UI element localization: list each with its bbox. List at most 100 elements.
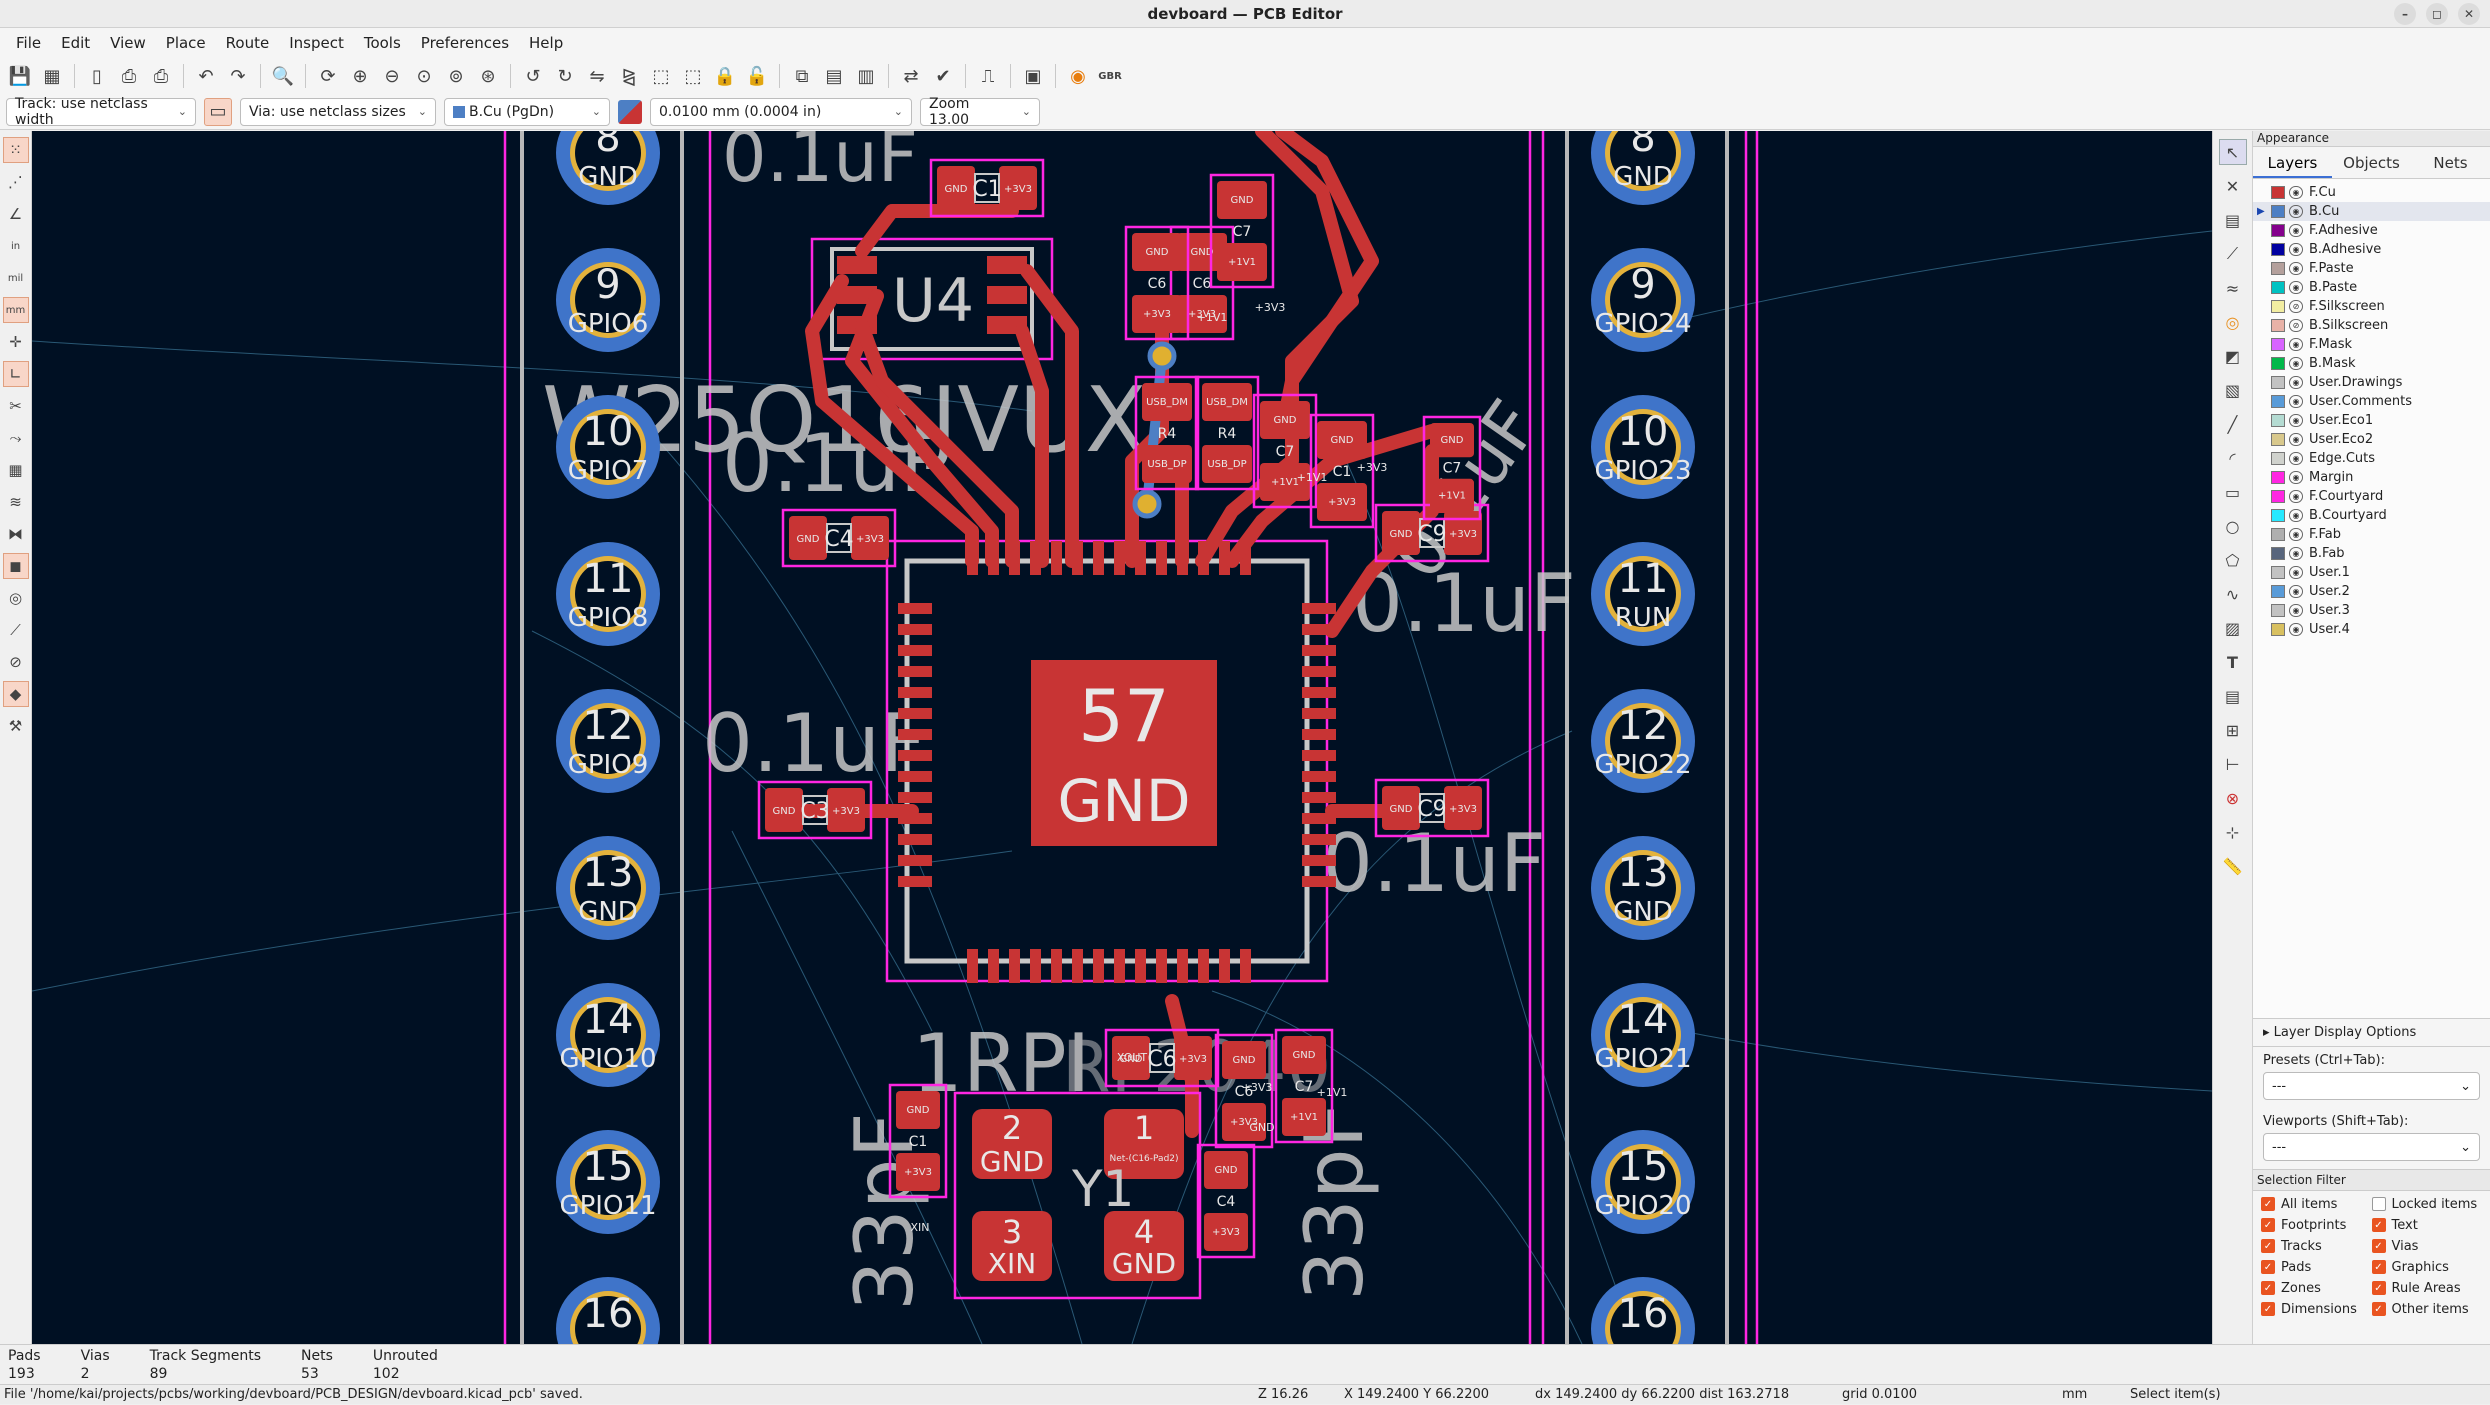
visibility-eye-icon[interactable]: ◉ xyxy=(2289,585,2303,598)
pcb-drawing[interactable]: W25Q16JVUX 0.1uF 0.1uF 0.1uF 0.1uF 0.1uF… xyxy=(32,131,2212,1344)
layer-row[interactable]: ◉Margin xyxy=(2253,468,2490,487)
update-pcb-icon[interactable]: ⇄ xyxy=(903,65,919,87)
menu-route[interactable]: Route xyxy=(225,34,270,52)
scripting-console-icon[interactable]: ▣ xyxy=(1024,65,1042,87)
selection-filter-item[interactable]: ✓Vias xyxy=(2371,1237,2483,1255)
visibility-eye-icon[interactable]: ◉ xyxy=(2289,604,2303,617)
rule-area-icon[interactable]: ▧ xyxy=(2224,380,2241,400)
rotate-cw-icon[interactable]: ↻ xyxy=(557,65,573,87)
zoom-in-icon[interactable]: ⊕ xyxy=(352,65,368,87)
curved-ratsnest-icon[interactable]: ⤳ xyxy=(9,429,22,447)
visibility-eye-icon[interactable]: ◉ xyxy=(2289,490,2303,503)
via-size-select[interactable]: Via: use netclass sizes⌄ xyxy=(240,97,436,126)
selection-filter-item[interactable]: ✓Text xyxy=(2371,1216,2483,1234)
layer-display-options[interactable]: ▸ Layer Display Options xyxy=(2253,1019,2490,1047)
page-settings-icon[interactable]: ▯ xyxy=(92,65,102,87)
blender-icon[interactable]: ◉ xyxy=(1070,65,1086,87)
checkbox[interactable]: ✓ xyxy=(2371,1302,2386,1316)
gerber-order-icon[interactable]: GBR xyxy=(1098,70,1122,82)
layer-row[interactable]: ◉F.Cu xyxy=(2253,183,2490,202)
layer-row[interactable]: ⊘F.Silkscreen xyxy=(2253,297,2490,316)
track-display-icon[interactable]: ⟋ xyxy=(10,621,21,639)
selection-filter-item[interactable]: ✓Graphics xyxy=(2371,1258,2483,1276)
selection-filter-item[interactable]: ✓Footprints xyxy=(2261,1216,2372,1234)
visibility-eye-icon[interactable]: ◉ xyxy=(2289,452,2303,465)
local-ratsnest-icon[interactable]: ✕ xyxy=(2225,176,2240,196)
minimize-icon[interactable]: – xyxy=(2394,3,2416,25)
print-icon[interactable]: ⎙ xyxy=(121,65,137,87)
visibility-eye-icon[interactable]: ◉ xyxy=(2289,205,2303,218)
draw-circle-icon[interactable]: ○ xyxy=(2225,516,2240,536)
layer-color-swatch[interactable] xyxy=(2271,319,2285,332)
layer-color-swatch[interactable] xyxy=(2271,433,2285,446)
close-icon[interactable]: ✕ xyxy=(2458,3,2480,25)
add-via-icon[interactable]: ◎ xyxy=(2225,312,2240,332)
zoom-area-icon[interactable]: ⊛ xyxy=(480,65,496,87)
checkbox[interactable]: ✓ xyxy=(2371,1218,2386,1232)
zoom-fit-icon[interactable]: ⊙ xyxy=(416,65,432,87)
draw-polygon-icon[interactable]: ⬠ xyxy=(2225,550,2240,570)
menu-tools[interactable]: Tools xyxy=(363,34,401,52)
ungroup-icon[interactable]: ⬚ xyxy=(684,65,702,87)
mirror-icon[interactable]: ⧎ xyxy=(621,65,637,87)
draw-rect-icon[interactable]: ▭ xyxy=(2224,482,2241,502)
layer-row[interactable]: ◉B.Mask xyxy=(2253,354,2490,373)
draw-line-icon[interactable]: ╱ xyxy=(2227,414,2238,434)
layer-row[interactable]: ▶◉B.Cu xyxy=(2253,202,2490,221)
visibility-eye-icon[interactable]: ◉ xyxy=(2289,357,2303,370)
tab-layers[interactable]: Layers xyxy=(2253,147,2332,178)
visibility-eye-icon[interactable]: ◉ xyxy=(2289,262,2303,275)
layer-color-swatch[interactable] xyxy=(2271,604,2285,617)
layer-color-swatch[interactable] xyxy=(2271,509,2285,522)
angle-45-icon[interactable]: ∟ xyxy=(2,361,29,387)
layer-row[interactable]: ◉F.Courtyard xyxy=(2253,487,2490,506)
units-mm-icon[interactable]: mm xyxy=(2,297,29,323)
high-contrast-icon[interactable]: ⧓ xyxy=(8,525,23,543)
layer-color-swatch[interactable] xyxy=(2271,376,2285,389)
layer-row[interactable]: ◉User.1 xyxy=(2253,563,2490,582)
header-pin[interactable]: 16 xyxy=(556,1277,660,1344)
menu-help[interactable]: Help xyxy=(529,34,564,52)
layer-color-swatch[interactable] xyxy=(2271,395,2285,408)
undo-icon[interactable]: ↶ xyxy=(198,65,214,87)
maximize-icon[interactable]: ◻ xyxy=(2426,3,2448,25)
find-icon[interactable]: 🔍 xyxy=(271,65,295,87)
layer-color-swatch[interactable] xyxy=(2271,623,2285,636)
layer-color-swatch[interactable] xyxy=(2271,186,2285,199)
auto-track-width-icon[interactable]: ▭ xyxy=(204,97,232,126)
checkbox[interactable]: ✓ xyxy=(2371,1281,2386,1295)
layer-color-swatch[interactable] xyxy=(2271,357,2285,370)
layer-color-swatch[interactable] xyxy=(2271,224,2285,237)
visibility-eye-icon[interactable]: ◉ xyxy=(2289,528,2303,541)
layer-color-swatch[interactable] xyxy=(2271,414,2285,427)
visibility-eye-icon[interactable]: ◉ xyxy=(2289,547,2303,560)
layer-color-swatch[interactable] xyxy=(2271,243,2285,256)
selection-filter-item[interactable]: Locked items xyxy=(2371,1195,2483,1213)
selection-filter-item[interactable]: ✓Tracks xyxy=(2261,1237,2372,1255)
refresh-icon[interactable]: ⟳ xyxy=(320,65,336,87)
selection-filter-item[interactable]: ✓Rule Areas xyxy=(2371,1279,2483,1297)
visibility-eye-icon[interactable]: ⊘ xyxy=(2289,319,2303,332)
selection-filter-item[interactable]: ✓Pads xyxy=(2261,1258,2372,1276)
grid-select[interactable]: 0.0100 mm (0.0004 in)⌄ xyxy=(650,97,912,126)
add-zone-icon[interactable]: ◩ xyxy=(2224,346,2241,366)
draw-arc-icon[interactable]: ◜ xyxy=(2229,448,2236,468)
layer-color-swatch[interactable] xyxy=(2271,452,2285,465)
lock-icon[interactable]: 🔒 xyxy=(713,65,737,87)
selection-filter-item[interactable]: ✓Other items xyxy=(2371,1300,2483,1318)
